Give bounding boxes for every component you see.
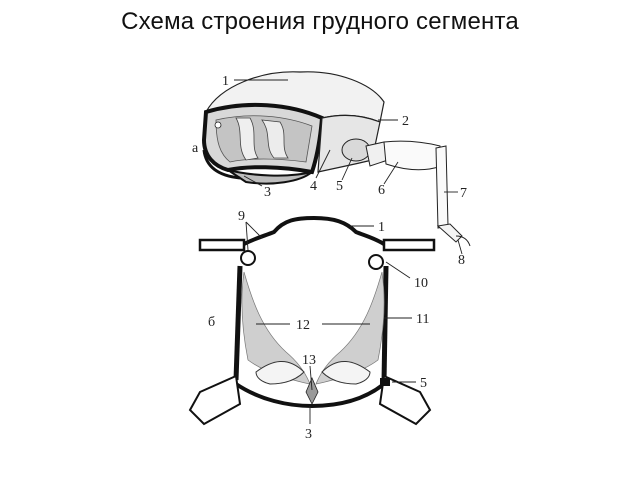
leader-a-6 [383, 161, 399, 185]
inner-fold-right [261, 119, 289, 159]
leg-left [188, 374, 242, 426]
label-a-1: 1 [222, 74, 229, 89]
tarsus [436, 223, 463, 243]
wing-base-right [382, 238, 436, 252]
inner-fold-left [235, 117, 259, 161]
furca-right [321, 361, 371, 385]
leader-b-13 [309, 365, 313, 391]
muscle-right [315, 271, 385, 385]
label-b-12: 12 [296, 318, 310, 333]
leader-a-3 [243, 175, 263, 187]
coxa [341, 138, 371, 162]
furca-stem [305, 376, 319, 405]
view-a-perspective: 1 2 3 4 5 6 7 8 а [192, 71, 471, 268]
tibia [435, 145, 449, 229]
leader-b-9a [245, 221, 249, 251]
label-b-11: 11 [416, 312, 429, 327]
tergum-arch [243, 215, 386, 246]
leg-right [378, 374, 432, 426]
leader-a-4 [315, 149, 331, 179]
diagram-title: Схема строения грудного сегмента [121, 8, 519, 35]
sternum-rim [227, 169, 313, 185]
coxa-joint-right [380, 378, 390, 386]
label-b-13: 13 [302, 353, 316, 368]
view-a-letter: а [192, 141, 199, 156]
femur [383, 140, 443, 171]
label-b-5: 5 [420, 376, 427, 391]
claw [455, 235, 471, 247]
label-a-2: 2 [402, 114, 409, 129]
label-a-5: 5 [336, 179, 343, 194]
sternum-lower-edge [202, 149, 241, 180]
leader-a-8 [457, 239, 463, 255]
pleuron-right [381, 265, 389, 383]
wing-hinge-right [368, 254, 384, 270]
label-b-10: 10 [414, 276, 428, 291]
label-a-6: 6 [378, 183, 385, 198]
label-b-9: 9 [238, 209, 245, 224]
leader-a-5 [341, 157, 353, 181]
label-a-7: 7 [460, 186, 467, 201]
label-a-3: 3 [264, 185, 271, 200]
sternum [234, 382, 386, 409]
leader-b-10 [385, 261, 411, 279]
label-b-3: 3 [305, 427, 312, 442]
view-b-letter: б [208, 315, 215, 330]
view-b-cross-section: 1 9 10 11 12 13 5 3 б [188, 209, 436, 442]
leader-b-9b [245, 221, 263, 239]
furca-left [255, 361, 305, 385]
wing-base-left [198, 238, 246, 252]
spiracle-left [214, 121, 222, 129]
label-b-1: 1 [378, 220, 385, 235]
pleuron-left [233, 265, 243, 381]
label-a-8: 8 [458, 253, 465, 268]
label-a-4: 4 [310, 179, 317, 194]
wing-hinge-left [240, 250, 256, 266]
